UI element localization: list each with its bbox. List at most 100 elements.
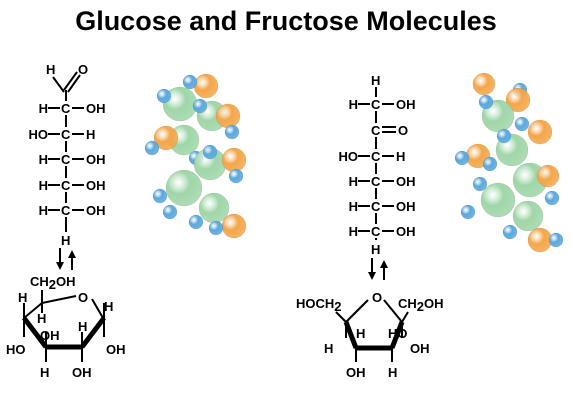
fructose-hydrogen-atom-21 <box>548 232 564 248</box>
fructose-top-h: H <box>371 73 380 88</box>
glucose-ring-label-6: OH <box>106 342 126 357</box>
fructose-c3: C <box>371 149 381 164</box>
fructose-c3-ho-bond <box>391 335 399 349</box>
fructose-ring-label-4: OH <box>410 341 430 356</box>
glucose-ring-front-right <box>80 316 106 349</box>
fructose-oxygen-atom-7 <box>527 119 553 145</box>
glucose-ring-label-1: H <box>18 290 27 305</box>
fructose-ring-o: O <box>372 290 382 305</box>
fructose-c6-bg <box>370 224 382 238</box>
glucose-row4-right: OH <box>86 178 106 193</box>
fructose-ring-label-1: H <box>324 341 333 356</box>
glucose-oxygen-atom-19 <box>221 213 247 239</box>
fructose-oxygen-atom-13 <box>536 164 560 188</box>
glucose-row4-left: H <box>39 178 48 193</box>
glucose-ring-label-8: OH <box>72 365 92 380</box>
glucose-row3-right: OH <box>86 152 106 167</box>
glucose-ring-top-left <box>41 295 77 304</box>
glucose-c6: C <box>61 203 71 218</box>
glucose-row3-left: H <box>39 152 48 167</box>
glucose-c3: C <box>61 127 71 142</box>
fructose-hydrogen-atom-22 <box>496 128 512 144</box>
fructose-hydrogen-atom-11 <box>482 156 498 172</box>
fructose-oxygen-atom-3 <box>505 87 531 113</box>
glucose-c6-bg <box>60 203 72 217</box>
glucose-row5-left: H <box>39 203 48 218</box>
glucose-ring-top-right <box>91 298 104 319</box>
fructose-hydrogen-atom-5 <box>478 94 494 110</box>
fructose-ring-label-6: H <box>388 365 397 380</box>
fructose-carbon-atom-18 <box>512 200 544 232</box>
glucose-hydrogen-atom-10 <box>144 140 160 156</box>
glucose-ring-front-left <box>22 316 48 349</box>
fructose-row4-right: OH <box>396 199 416 214</box>
glucose-row1-right: OH <box>86 101 106 116</box>
glucose-hydrogen-atom-3 <box>156 88 172 104</box>
fructose-c4-bg <box>370 174 382 188</box>
glucose-row5-right: OH <box>86 203 106 218</box>
glucose-hydrogen-atom-7 <box>224 124 240 140</box>
glucose-hydrogen-atom-23 <box>192 98 208 114</box>
glucose-ring-back-left <box>23 302 43 319</box>
glucose-c2: C <box>61 101 71 116</box>
fructose-row4-left: H <box>349 199 358 214</box>
fructose-right-group-bond <box>401 311 409 323</box>
glucose-c4: C <box>61 152 71 167</box>
fructose-hydrogen-atom-10 <box>454 150 470 166</box>
fructose-left-group-bond <box>335 311 347 323</box>
glucose-down-arrow-head <box>56 262 64 270</box>
fructose-chain: H C H OH C O C C C C HO H H OH H OH H OH… <box>339 73 416 257</box>
glucose-c3-bg <box>60 127 72 141</box>
glucose-c5: C <box>61 178 71 193</box>
glucose-c2-bg <box>60 101 72 115</box>
glucose-ring: CH2OH O H H H H OH OH HO OH H <box>6 274 126 380</box>
glucose-ring-o: O <box>78 290 88 305</box>
fructose-left-group: HOCH2 <box>296 296 342 314</box>
glucose-space-filling-model <box>144 73 247 239</box>
fructose-hydrogen-atom-16 <box>460 204 476 220</box>
glucose-bottom-h: H <box>61 233 70 248</box>
glucose-oxygen-atom-13 <box>221 147 247 173</box>
fructose-carbon-atom-15 <box>480 182 516 218</box>
glucose-oxygen-atom-2 <box>193 73 219 99</box>
glucose-aldehyde-o: O <box>78 62 88 77</box>
fructose-c1-bg <box>370 97 382 111</box>
fructose-ring-back-right <box>383 299 403 323</box>
glucose-up-arrow-head <box>68 250 76 258</box>
fructose-ring-label-3: H <box>356 326 365 341</box>
fructose-hydrogen-atom-17 <box>472 176 488 192</box>
glucose-ring-label-4: H <box>104 299 113 314</box>
fructose-up-arrow-head <box>380 260 388 268</box>
glucose-aldehyde-h: H <box>46 62 55 77</box>
fructose-ring-label-5: OH <box>346 365 366 380</box>
glucose-chain: H O C C C C C H OH HO H H OH H OH H OH <box>29 62 106 248</box>
fructose-carbonyl-o: O <box>398 123 408 138</box>
fructose-c5-bg <box>370 199 382 213</box>
fructose-c1: C <box>371 97 381 112</box>
glucose-oxygen-atom-9 <box>153 125 179 151</box>
glucose-row1-left: H <box>39 101 48 116</box>
fructose-row5-left: H <box>349 224 358 239</box>
glucose-carbon-atom-15 <box>165 169 203 207</box>
fructose-right-group: CH2OH <box>398 296 444 314</box>
fructose-down-arrow-head <box>368 272 376 280</box>
fructose-c6: C <box>371 224 381 239</box>
glucose-equilibrium-arrows <box>56 248 76 270</box>
fructose-c5: C <box>371 199 381 214</box>
glucose-ring-label-7: HO <box>6 342 26 357</box>
fructose-hydrogen-atom-6 <box>514 116 530 132</box>
glucose-ring-label-3: H <box>78 319 87 334</box>
glucose-hydrogen-atom-14 <box>228 168 244 184</box>
glucose-carbonyl-bond-1 <box>63 71 78 91</box>
fructose-space-filling-model <box>454 72 564 253</box>
fructose-oxygen-atom-20 <box>527 227 553 253</box>
glucose-hydrogen-atom-22 <box>202 144 218 160</box>
fructose-equilibrium-arrows <box>368 258 388 280</box>
glucose-hydrogen-atom-20 <box>208 220 224 236</box>
fructose-hydrogen-atom-14 <box>544 190 560 206</box>
glucose-carbonyl-bond-2 <box>67 74 81 93</box>
fructose-c3-bg <box>370 149 382 163</box>
glucose-hydrogen-atom-17 <box>162 204 178 220</box>
glucose-aldehyde-h-bond <box>52 76 65 93</box>
